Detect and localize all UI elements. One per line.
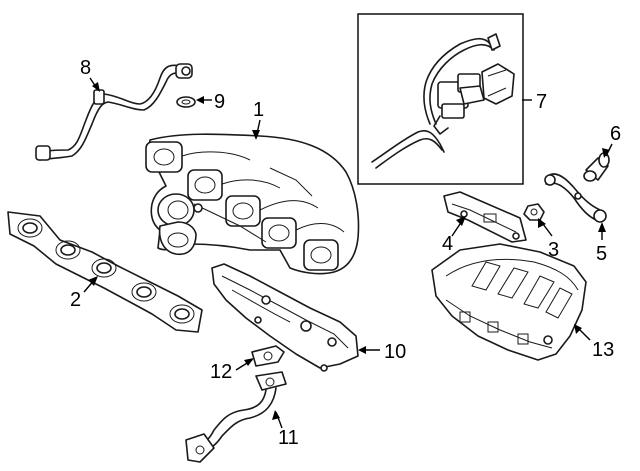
part-1-exhaust-manifold[interactable] (145, 133, 360, 275)
part-12-gasket[interactable] (251, 345, 285, 367)
callout-12: 12 (210, 361, 232, 383)
callout-8: 8 (80, 57, 91, 79)
part-7-valve-assembly[interactable] (371, 33, 515, 169)
part-5-bracket[interactable] (544, 173, 607, 223)
callout-13: 13 (592, 339, 614, 361)
callout-11: 11 (278, 427, 299, 449)
part-3-nut[interactable] (523, 203, 545, 221)
callout-5: 5 (596, 243, 607, 265)
callout-1: 1 (253, 99, 264, 121)
part-4-bracket[interactable] (443, 191, 527, 243)
callout-10: 10 (384, 341, 406, 363)
callout-9: 9 (214, 91, 225, 113)
part-10-heat-shield[interactable] (211, 263, 359, 372)
callout-4: 4 (442, 233, 453, 255)
part-9-washer[interactable] (176, 96, 196, 108)
part-13-heat-shield[interactable] (431, 243, 587, 361)
leader-lines (83, 77, 613, 429)
callout-3: 3 (548, 239, 559, 261)
inset-box (357, 13, 524, 185)
part-11-line[interactable] (185, 371, 287, 463)
callout-2: 2 (70, 289, 81, 311)
part-6-sensor[interactable] (583, 152, 610, 182)
callout-7: 7 (536, 91, 547, 113)
callout-6: 6 (610, 123, 621, 145)
part-2-gasket[interactable] (7, 211, 203, 333)
part-8-line[interactable] (35, 63, 193, 161)
